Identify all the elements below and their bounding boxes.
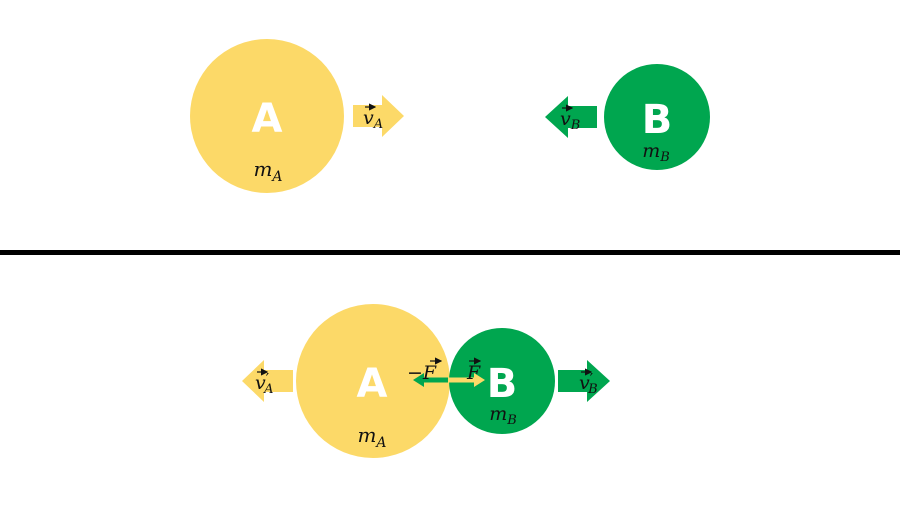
- mass-b-label: mB: [489, 403, 517, 428]
- ball-a-label: A: [357, 361, 388, 407]
- force-on-b-label: F: [466, 362, 481, 384]
- ball-a-label: A: [252, 96, 283, 142]
- force-on-a-label: −F: [407, 362, 437, 384]
- ball-a-before: A mA: [190, 39, 344, 193]
- velocity-a-label: vA: [363, 107, 383, 132]
- force-on-a-arrow: [413, 373, 448, 387]
- mass-a-label: mA: [357, 423, 386, 451]
- velocity-b-prime-label: v′B: [579, 370, 598, 397]
- velocity-arrow-a-before: vA: [353, 95, 404, 137]
- velocity-arrow-b-after: v′B: [558, 360, 610, 402]
- after-collision-panel: v′A A mA B mB −F: [242, 304, 610, 458]
- velocity-arrow-a-after: v′A: [242, 360, 293, 402]
- ball-a-after: A mA: [296, 304, 450, 458]
- velocity-b-label: vB: [560, 108, 580, 133]
- ball-b-before: B mB: [604, 64, 710, 170]
- ball-b-label: B: [642, 97, 673, 143]
- divider-line: [0, 250, 900, 255]
- mass-a-label: mA: [253, 157, 282, 185]
- velocity-arrow-b-before: vB: [545, 96, 597, 138]
- velocity-a-prime-label: v′A: [255, 370, 274, 397]
- ball-b-after: B mB: [449, 328, 555, 434]
- force-on-b-arrow: [449, 373, 485, 387]
- ball-b-label: B: [487, 361, 518, 407]
- mass-b-label: mB: [642, 140, 670, 165]
- before-collision-panel: A mA vA B mB vB: [190, 39, 710, 193]
